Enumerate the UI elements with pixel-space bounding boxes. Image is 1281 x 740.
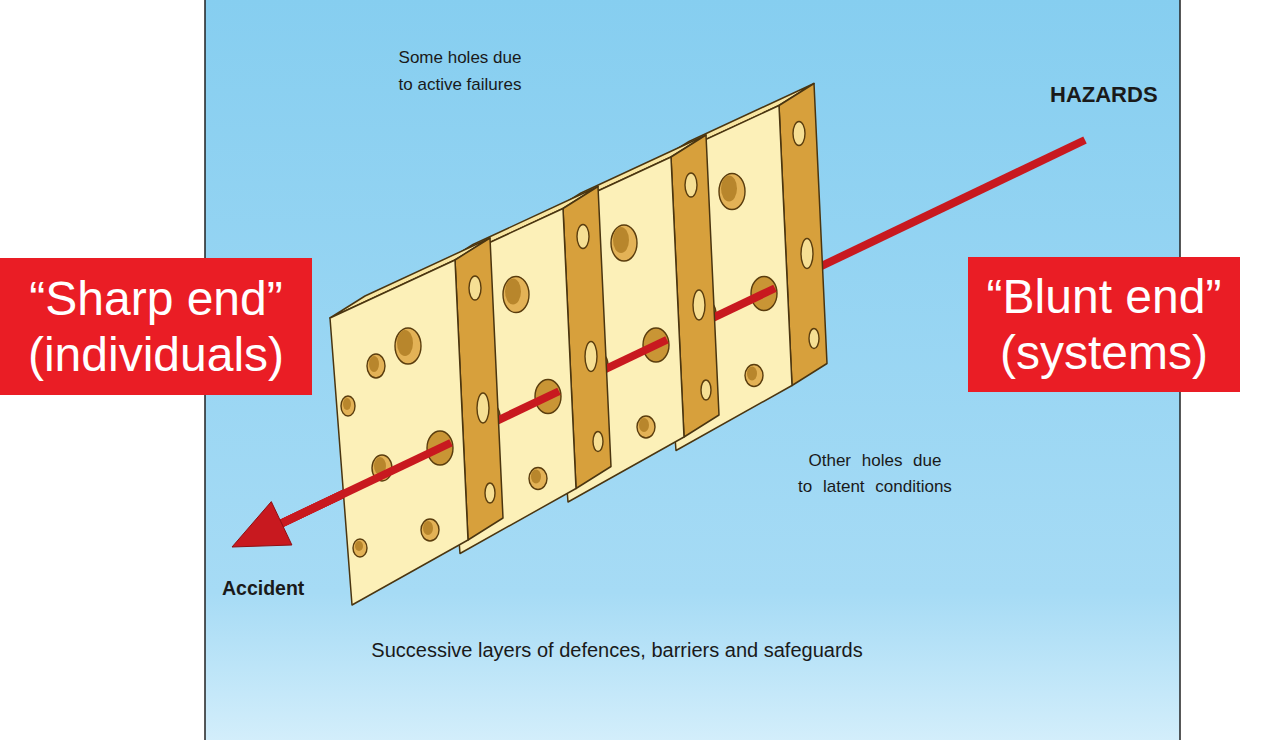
- callout-text: “Blunt end” (systems): [972, 269, 1236, 379]
- defence-layer: [330, 238, 503, 605]
- hazard-trajectory: [282, 443, 451, 524]
- end-callout-box: “Sharp end” (individuals): [0, 258, 312, 395]
- layer-caption: Successive layers of defences, barriers …: [297, 637, 937, 663]
- accident-arrowhead: [232, 502, 292, 547]
- annotation-note: Some holes due to active failures: [394, 44, 526, 98]
- annotation-note: Other holes due to latent conditions: [797, 448, 953, 500]
- end-callout-box: “Blunt end” (systems): [968, 257, 1240, 392]
- hazard-label: HAZARDS: [1050, 82, 1180, 108]
- accident-label: Accident: [222, 576, 342, 600]
- callout-text: “Sharp end” (individuals): [4, 271, 308, 381]
